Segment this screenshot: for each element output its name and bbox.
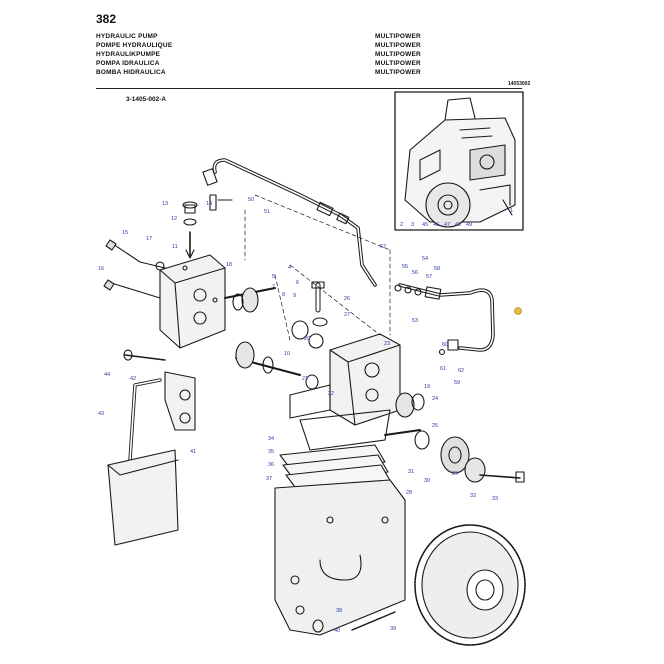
callout-17: 17: [146, 236, 152, 242]
upper-pipe: [202, 158, 377, 287]
callout-3: 3: [411, 222, 414, 228]
callout-41: 41: [190, 449, 196, 455]
callout-26: 26: [344, 296, 350, 302]
callout-5: 5: [272, 274, 275, 280]
callout-54: 54: [422, 256, 428, 262]
callout-49: 49: [466, 222, 472, 228]
pump-housing: [274, 479, 406, 636]
callout-20: 20: [304, 336, 310, 342]
callout-59: 59: [454, 380, 460, 386]
callout-61: 61: [440, 366, 446, 372]
callout-50: 50: [248, 197, 254, 203]
callout-18: 18: [226, 262, 232, 268]
callout-13: 13: [162, 201, 168, 207]
model-label-5: MULTIPOWER: [375, 69, 421, 76]
highlight-marker: [514, 307, 522, 315]
callout-23: 23: [384, 341, 390, 347]
callout-40: 40: [334, 628, 340, 634]
page-number: 382: [96, 12, 117, 26]
title-italian: POMPA IDRAULICA: [96, 60, 160, 67]
callout-34: 34: [268, 436, 274, 442]
figure-reference: 3-1405-002-A: [126, 96, 167, 103]
mounting-bolts: [103, 239, 166, 299]
callout-52: 52: [380, 244, 386, 250]
callout-1: 1: [510, 208, 513, 214]
assembly-guides: [244, 194, 391, 341]
callout-56: 56: [412, 270, 418, 276]
return-pipe: [394, 283, 495, 356]
callout-33: 33: [492, 496, 498, 502]
callout-48: 48: [455, 222, 461, 228]
callout-45: 45: [422, 222, 428, 228]
callout-37: 37: [266, 476, 272, 482]
large-drive-gear: [414, 524, 526, 646]
callout-25: 25: [432, 423, 438, 429]
callout-14: 14: [206, 201, 212, 207]
callout-22: 22: [328, 391, 334, 397]
callout-31: 31: [408, 469, 414, 475]
pin-and-washer: [312, 611, 396, 633]
title-german: HYDRAULIKPUMPE: [96, 51, 161, 58]
model-label-2: MULTIPOWER: [375, 42, 421, 49]
callout-42: 42: [130, 376, 136, 382]
title-french: POMPE HYDRAULIQUE: [96, 42, 173, 49]
drive-gears: [384, 392, 525, 483]
callout-29: 29: [452, 471, 458, 477]
callout-30: 30: [424, 478, 430, 484]
callout-35: 35: [268, 449, 274, 455]
callout-10: 10: [284, 351, 290, 357]
callout-11: 11: [172, 244, 178, 250]
callout-16: 16: [98, 266, 104, 272]
callout-46: 46: [433, 222, 439, 228]
filter-bracket: [107, 349, 196, 546]
callout-60: 60: [442, 342, 448, 348]
callout-6: 6: [296, 280, 299, 286]
callout-44: 44: [104, 372, 110, 378]
pump-body-left: [159, 254, 226, 349]
callout-27: 27: [344, 312, 350, 318]
model-label-1: MULTIPOWER: [375, 33, 421, 40]
callout-36: 36: [268, 462, 274, 468]
callout-19: 19: [424, 384, 430, 390]
model-label-4: MULTIPOWER: [375, 60, 421, 67]
callout-57: 57: [426, 274, 432, 280]
title-spanish: BOMBA HIDRAULICA: [96, 69, 166, 76]
callout-12: 12: [171, 216, 177, 222]
callout-24: 24: [432, 396, 438, 402]
callout-2: 2: [400, 222, 403, 228]
pump-body-right: [289, 333, 401, 451]
callout-15: 15: [122, 230, 128, 236]
callout-4: 4: [288, 265, 291, 271]
callout-43: 43: [98, 411, 104, 417]
callout-8: 8: [282, 292, 285, 298]
inset-engine-view: [394, 91, 524, 231]
header-rule: [96, 88, 522, 89]
callout-51: 51: [264, 209, 270, 215]
pump-gears-shafts: [224, 281, 328, 390]
callout-9: 9: [293, 293, 296, 299]
callout-47: 47: [444, 222, 450, 228]
model-label-3: MULTIPOWER: [375, 51, 421, 58]
callout-39: 39: [390, 626, 396, 632]
document-code: 14053002: [508, 81, 531, 87]
callout-58: 58: [434, 266, 440, 272]
callout-38: 38: [336, 608, 342, 614]
callout-7: 7: [272, 284, 275, 290]
callout-21: 21: [302, 376, 308, 382]
callout-32: 32: [470, 493, 476, 499]
callout-labels: 1 4 5 6 7 8 9 10 11 12 13 14 15 16 17 18…: [98, 197, 513, 634]
upper-fittings: [182, 194, 233, 259]
title-english: HYDRAULIC PUMP: [96, 33, 158, 40]
callout-62: 62: [458, 368, 464, 374]
callout-28: 28: [406, 490, 412, 496]
callout-53: 53: [412, 318, 418, 324]
callout-55: 55: [402, 264, 408, 270]
